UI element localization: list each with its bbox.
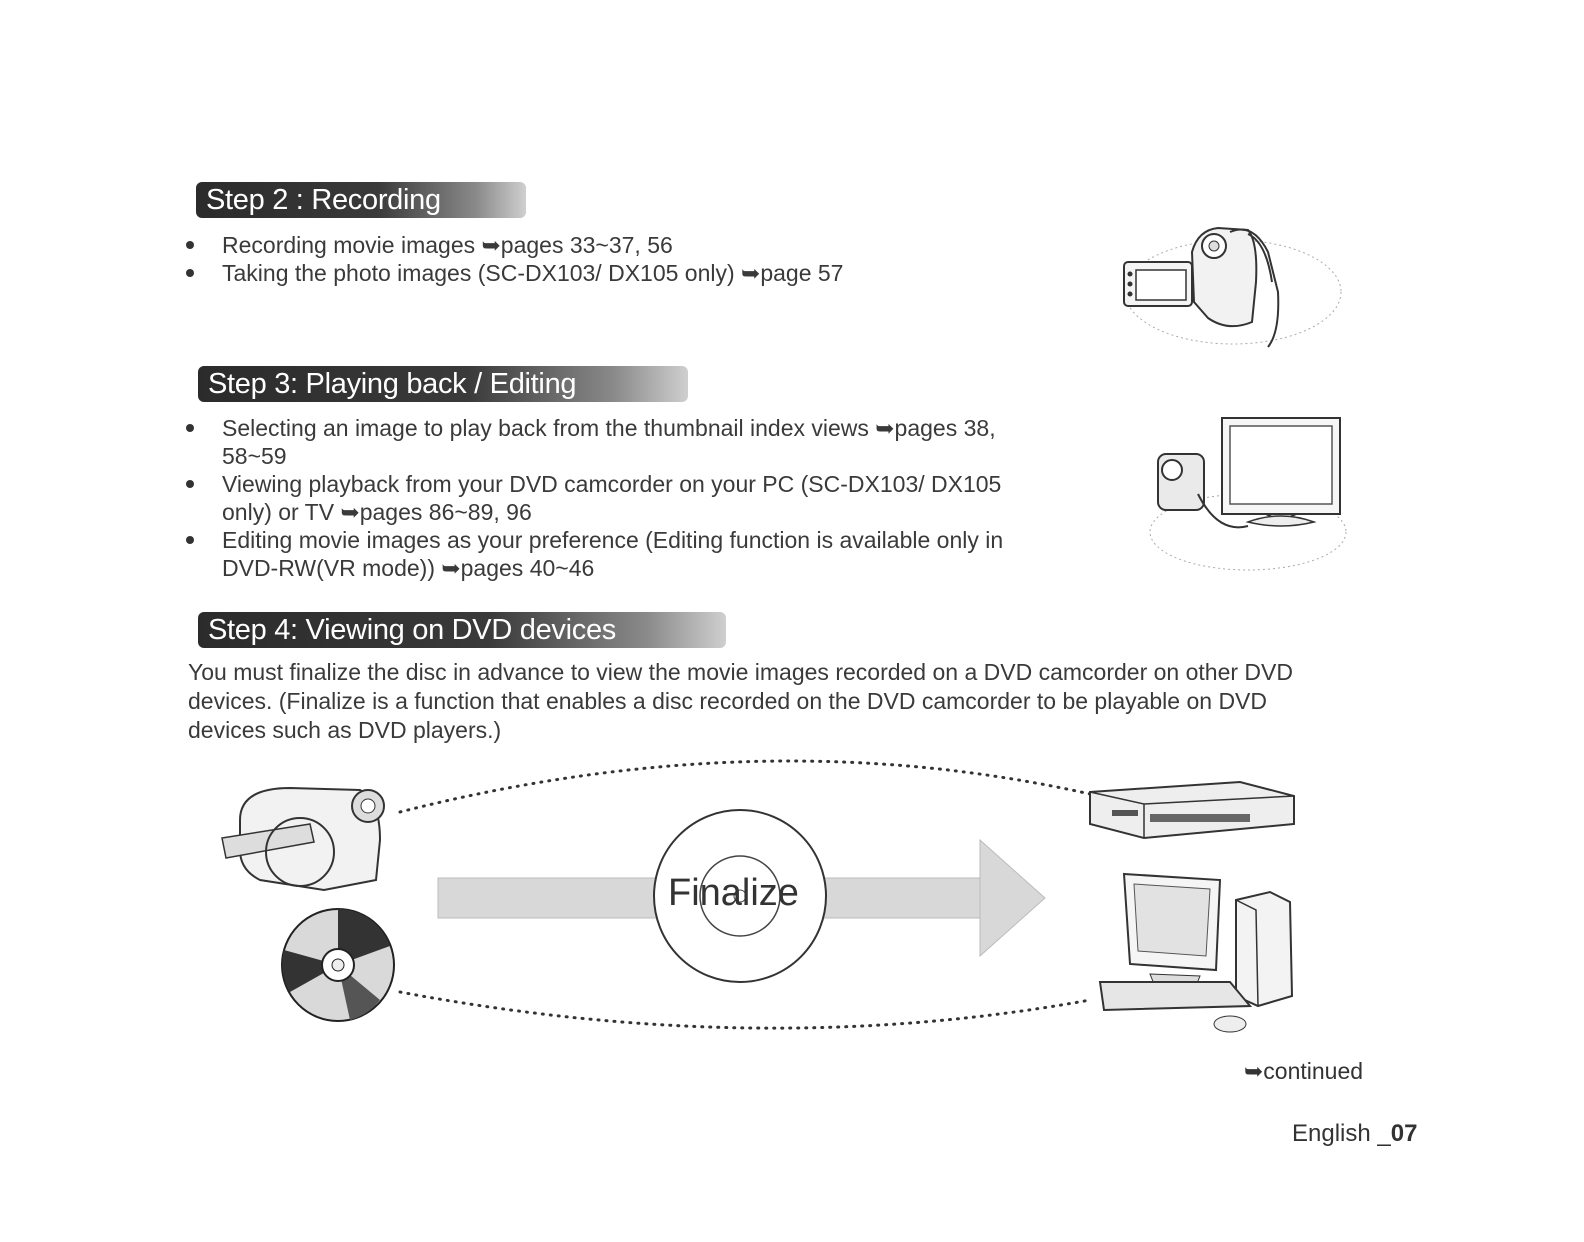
language-label: English _ (1292, 1120, 1391, 1147)
finalize-diagram (221, 759, 1295, 1033)
list-item: Selecting an image to play back from the… (186, 414, 1056, 470)
page-number-value: 07 (1390, 1120, 1418, 1147)
camcorder-tv-connection-icon (1149, 417, 1347, 571)
page-number: English _07 (1292, 1120, 1417, 1148)
list-item: Viewing playback from your DVD camcorder… (186, 470, 1056, 526)
disc-icon (281, 908, 395, 1022)
step2-title: Step 2 : Recording (206, 184, 441, 216)
step3-title: Step 3: Playing back / Editing (208, 368, 577, 400)
step4-paragraph: You must finalize the disc in advance to… (188, 659, 1293, 743)
step2-banner: Step 2 : Recording (196, 182, 526, 218)
step4-title: Step 4: Viewing on DVD devices (208, 614, 616, 646)
step3-banner: Step 3: Playing back / Editing (198, 366, 688, 402)
step4-banner: Step 4: Viewing on DVD devices (198, 612, 726, 648)
continued-label: ➥continued (1244, 1058, 1364, 1084)
step2-list: Recording movie images ➥pages 33~37, 56 … (186, 231, 986, 287)
camcorder-icon (221, 786, 385, 892)
finalize-circle (653, 809, 827, 983)
list-item: Recording movie images ➥pages 33~37, 56 (186, 231, 986, 259)
step3-list: Selecting an image to play back from the… (186, 414, 1056, 582)
camcorder-in-hand-icon (1123, 226, 1342, 348)
list-item: Taking the photo images (SC-DX103/ DX105… (186, 259, 986, 287)
finalize-label: Finalize (668, 872, 799, 914)
list-item: Editing movie images as your preference … (186, 526, 1056, 582)
dotted-arc-bottom (398, 990, 1092, 1030)
dvd-player-icon (1089, 780, 1295, 840)
dotted-arc-top (398, 759, 1092, 814)
computer-icon (1098, 872, 1294, 1033)
